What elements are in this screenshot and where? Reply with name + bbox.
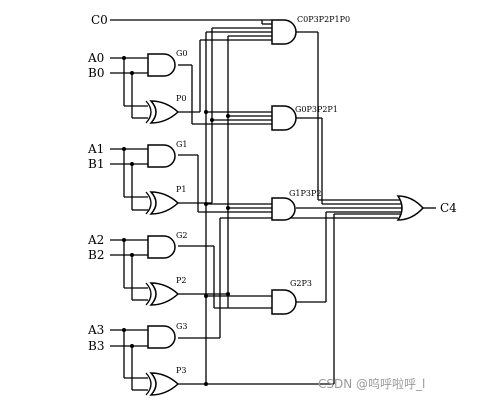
c0-to-and <box>261 20 272 25</box>
label-a2: A2 <box>87 233 104 247</box>
label-p2: P2 <box>176 276 186 285</box>
label-g0: G0 <box>176 49 187 58</box>
and-gate-g0 <box>147 53 176 77</box>
and-gate-g1p3p2 <box>271 197 296 221</box>
g3-bus <box>178 217 398 339</box>
label-a0: A0 <box>87 51 104 65</box>
label-g1p3p2: G1P3P2 <box>289 189 321 198</box>
label-g3: G3 <box>176 322 187 331</box>
xor-gate-p0 <box>145 100 180 124</box>
xor-gate-p2 <box>145 282 180 306</box>
g2-bus <box>178 245 272 309</box>
and-gate-g0p3p2p1 <box>271 105 297 131</box>
label-a3: A3 <box>87 323 104 337</box>
label-b2: B2 <box>88 248 104 262</box>
label-c4: C4 <box>440 201 457 215</box>
and-gate-g2p3 <box>271 289 297 315</box>
watermark: CSDN @呜呼啦呼_l <box>318 376 425 391</box>
xor-gate-p3 <box>145 372 180 396</box>
p2-bus <box>178 35 272 308</box>
label-g2p3: G2P3 <box>290 279 312 288</box>
and-to-or-wires <box>296 31 402 303</box>
label-p1: P1 <box>176 185 186 194</box>
label-b0: B0 <box>88 66 104 80</box>
label-p3: P3 <box>176 366 186 375</box>
label-p0: P0 <box>176 94 186 103</box>
or-gate-c4 <box>396 195 425 221</box>
label-g1: G1 <box>176 140 187 149</box>
p3-bus <box>178 31 335 386</box>
stage0-input-wires <box>110 56 148 119</box>
g0-bus <box>178 64 272 125</box>
and-gate-g3 <box>147 325 176 349</box>
stage3-input-wires <box>110 328 148 391</box>
stage2-input-wires <box>110 238 148 301</box>
and-gate-c0p3p2p1p0 <box>271 19 297 45</box>
label-b3: B3 <box>88 339 104 353</box>
label-a1: A1 <box>87 142 104 156</box>
and-gate-g2 <box>147 235 176 259</box>
label-c0p3p2p1p0: C0P3P2P1P0 <box>297 15 350 24</box>
p1-bus <box>178 27 272 204</box>
stage1-input-wires <box>110 147 148 211</box>
and-gate-g1 <box>147 144 176 168</box>
p0-bus <box>178 39 272 113</box>
g1-bus <box>178 154 272 213</box>
xor-gate-p1 <box>145 191 180 215</box>
label-c0: C0 <box>91 13 108 27</box>
label-g0p3p2p1: G0P3P2P1 <box>295 105 338 114</box>
label-b1: B1 <box>88 157 104 171</box>
label-g2: G2 <box>176 231 187 240</box>
